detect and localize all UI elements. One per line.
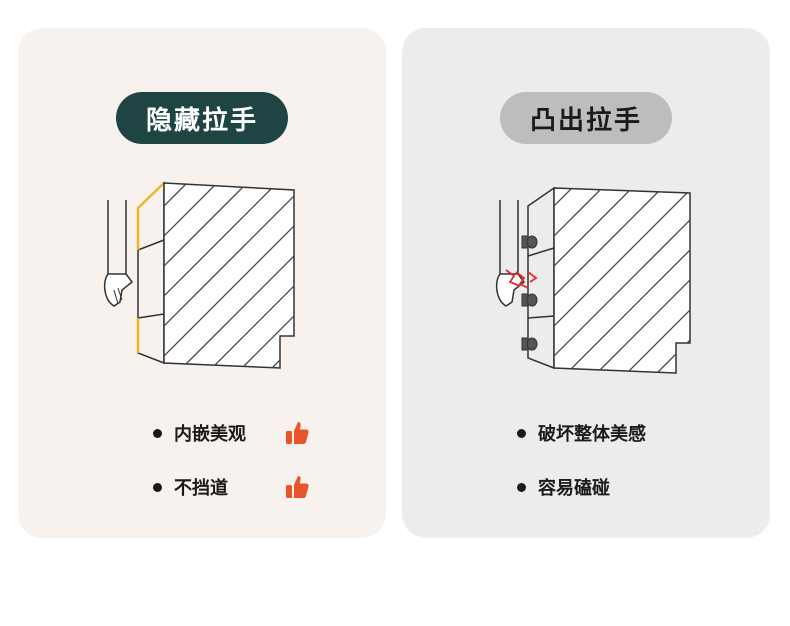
hidden-handle-bullets: 内嵌美观 不挡道 (153, 418, 310, 526)
protruding-handle-cabinet-illustration (495, 186, 691, 374)
list-item: 内嵌美观 (153, 418, 310, 448)
bullet-dot (153, 428, 162, 438)
thumbs-up-icon (286, 476, 309, 498)
bullet-text: 不挡道 (174, 478, 228, 499)
bullet-dot (517, 428, 526, 438)
thumbs-up-icon (286, 422, 309, 444)
protruding-handle-card: 凸出拉手 (402, 28, 770, 538)
bullet-dot (153, 482, 162, 492)
hidden-handle-cabinet-illustration (103, 181, 295, 369)
bullet-text: 破坏整体美感 (538, 424, 646, 445)
bullet-text: 容易磕碰 (538, 478, 610, 499)
list-item: 不挡道 (153, 472, 310, 502)
hidden-handle-title: 隐藏拉手 (115, 92, 289, 144)
protruding-handle-bullets: 破坏整体美感 容易磕碰 (517, 418, 646, 526)
hidden-handle-card: 隐藏拉手 内嵌美观 (18, 28, 386, 538)
bullet-dot (517, 482, 526, 492)
list-item: 破坏整体美感 (517, 418, 646, 448)
list-item: 容易磕碰 (517, 472, 646, 502)
bullet-text: 内嵌美观 (174, 424, 246, 445)
protruding-handle-title: 凸出拉手 (499, 92, 673, 144)
